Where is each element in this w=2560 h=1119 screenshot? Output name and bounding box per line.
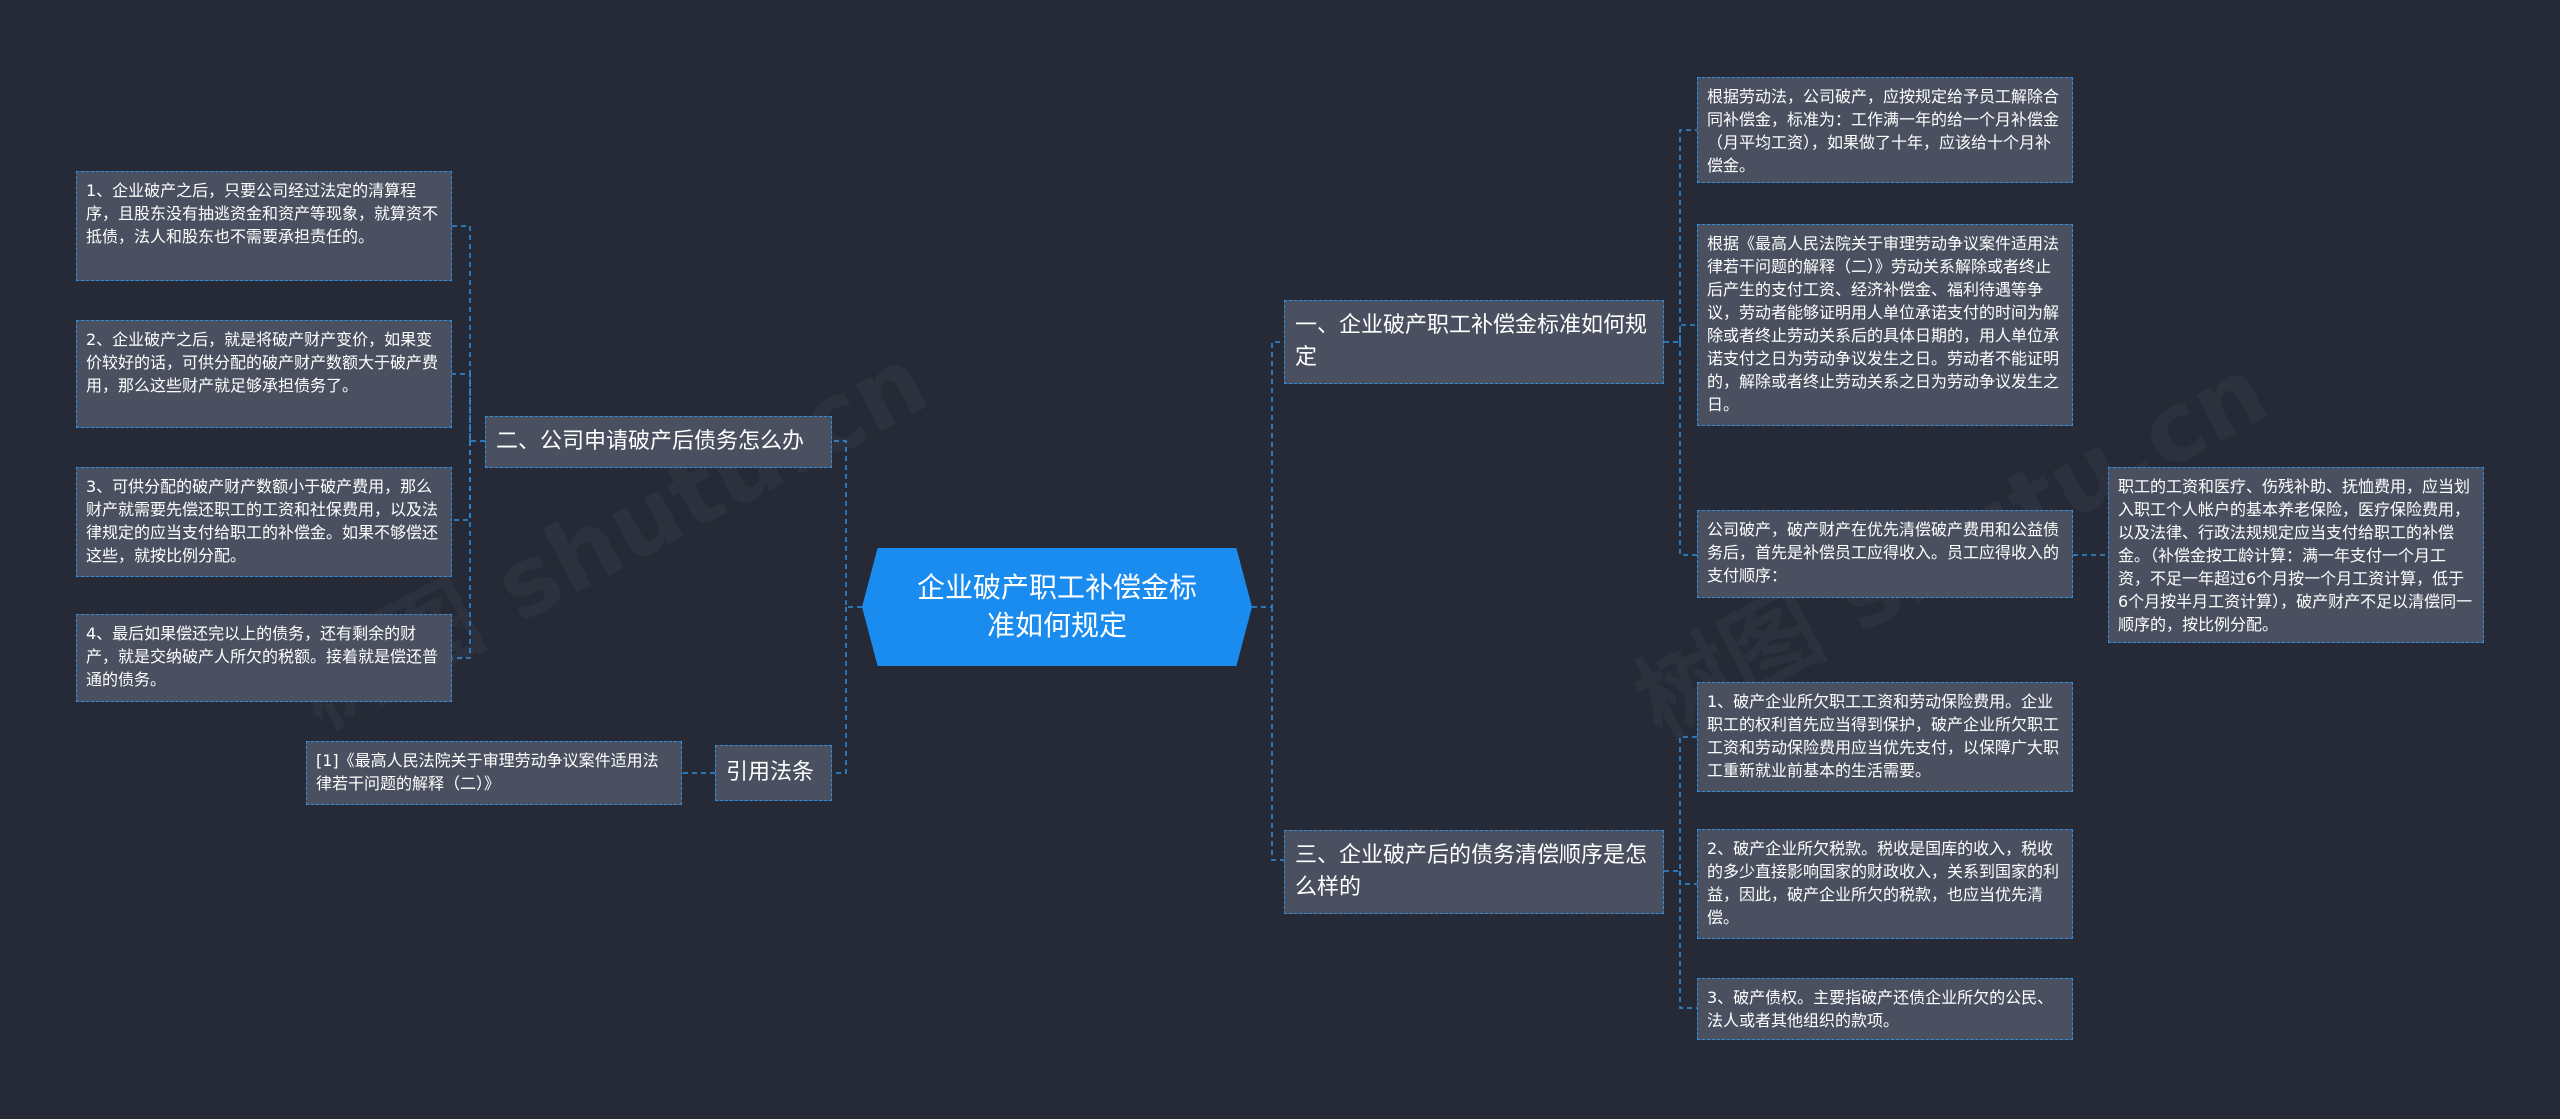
leaf-text: 2、破产企业所欠税款。税收是国库的收入，税收的多少直接影响国家的财政收入，关系到… — [1707, 839, 2060, 927]
branch-2-leaf-3[interactable]: 3、可供分配的破产财产数额小于破产费用，那么财产就需要先偿还职工的工资和社保费用… — [76, 467, 452, 577]
leaf-text: 2、企业破产之后，就是将破产财产变价，如果变价较好的话，可供分配的破产财产数额大… — [86, 330, 439, 395]
branch-1-leaf-1[interactable]: 根据劳动法，公司破产，应按规定给予员工解除合同补偿金，标准为：工作满一年的给一个… — [1697, 77, 2073, 183]
branch-1-leaf-2[interactable]: 根据《最高人民法院关于审理劳动争议案件适用法律若干问题的解释（二）》劳动关系解除… — [1697, 224, 2073, 426]
leaf-text: [1]《最高人民法院关于审理劳动争议案件适用法律若干问题的解释（二）》 — [316, 751, 659, 793]
branch-1-leaf-3-sub[interactable]: 职工的工资和医疗、伤残补助、抚恤费用，应当划入职工个人帐户的基本养老保险，医疗保… — [2108, 467, 2484, 643]
central-topic-label: 企业破产职工补偿金标准如何规定 — [916, 571, 1197, 642]
branch-2-label: 二、公司申请破产后债务怎么办 — [496, 429, 805, 454]
branch-3-leaf-2[interactable]: 2、破产企业所欠税款。税收是国库的收入，税收的多少直接影响国家的财政收入，关系到… — [1697, 829, 2073, 939]
branch-1-leaf-3[interactable]: 公司破产，破产财产在优先清偿破产费用和公益债务后，首先是补偿员工应得收入。员工应… — [1697, 510, 2073, 598]
branch-citation-label: 引用法条 — [726, 760, 815, 785]
branch-3-leaf-1[interactable]: 1、破产企业所欠职工工资和劳动保险费用。企业职工的权利首先应当得到保护，破产企业… — [1697, 682, 2073, 792]
branch-3-label: 三、企业破产后的债务清偿顺序是怎么样的 — [1295, 843, 1648, 900]
leaf-text: 根据劳动法，公司破产，应按规定给予员工解除合同补偿金，标准为：工作满一年的给一个… — [1707, 87, 2060, 175]
branch-2[interactable]: 二、公司申请破产后债务怎么办 — [485, 416, 832, 468]
branch-1-label: 一、企业破产职工补偿金标准如何规定 — [1295, 313, 1648, 370]
leaf-text: 根据《最高人民法院关于审理劳动争议案件适用法律若干问题的解释（二）》劳动关系解除… — [1707, 234, 2060, 414]
leaf-text: 4、最后如果偿还完以上的债务，还有剩余的财产，就是交纳破产人所欠的税额。接着就是… — [86, 624, 439, 689]
leaf-text: 1、企业破产之后，只要公司经过法定的清算程序，且股东没有抽逃资金和资产等现象，就… — [86, 181, 439, 246]
branch-citation[interactable]: 引用法条 — [715, 745, 832, 801]
leaf-text: 公司破产，破产财产在优先清偿破产费用和公益债务后，首先是补偿员工应得收入。员工应… — [1707, 520, 2060, 585]
branch-2-leaf-4[interactable]: 4、最后如果偿还完以上的债务，还有剩余的财产，就是交纳破产人所欠的税额。接着就是… — [76, 614, 452, 702]
leaf-text: 1、破产企业所欠职工工资和劳动保险费用。企业职工的权利首先应当得到保护，破产企业… — [1707, 692, 2060, 780]
branch-3[interactable]: 三、企业破产后的债务清偿顺序是怎么样的 — [1284, 830, 1664, 914]
central-topic[interactable]: 企业破产职工补偿金标准如何规定 — [862, 548, 1252, 666]
citation-leaf-1[interactable]: [1]《最高人民法院关于审理劳动争议案件适用法律若干问题的解释（二）》 — [306, 741, 682, 805]
branch-2-leaf-1[interactable]: 1、企业破产之后，只要公司经过法定的清算程序，且股东没有抽逃资金和资产等现象，就… — [76, 171, 452, 281]
branch-2-leaf-2[interactable]: 2、企业破产之后，就是将破产财产变价，如果变价较好的话，可供分配的破产财产数额大… — [76, 320, 452, 428]
branch-3-leaf-3[interactable]: 3、破产债权。主要指破产还债企业所欠的公民、法人或者其他组织的款项。 — [1697, 978, 2073, 1040]
leaf-text: 职工的工资和医疗、伤残补助、抚恤费用，应当划入职工个人帐户的基本养老保险，医疗保… — [2118, 477, 2473, 634]
branch-1[interactable]: 一、企业破产职工补偿金标准如何规定 — [1284, 300, 1664, 384]
leaf-text: 3、可供分配的破产财产数额小于破产费用，那么财产就需要先偿还职工的工资和社保费用… — [86, 477, 439, 565]
leaf-text: 3、破产债权。主要指破产还债企业所欠的公民、法人或者其他组织的款项。 — [1707, 988, 2054, 1030]
